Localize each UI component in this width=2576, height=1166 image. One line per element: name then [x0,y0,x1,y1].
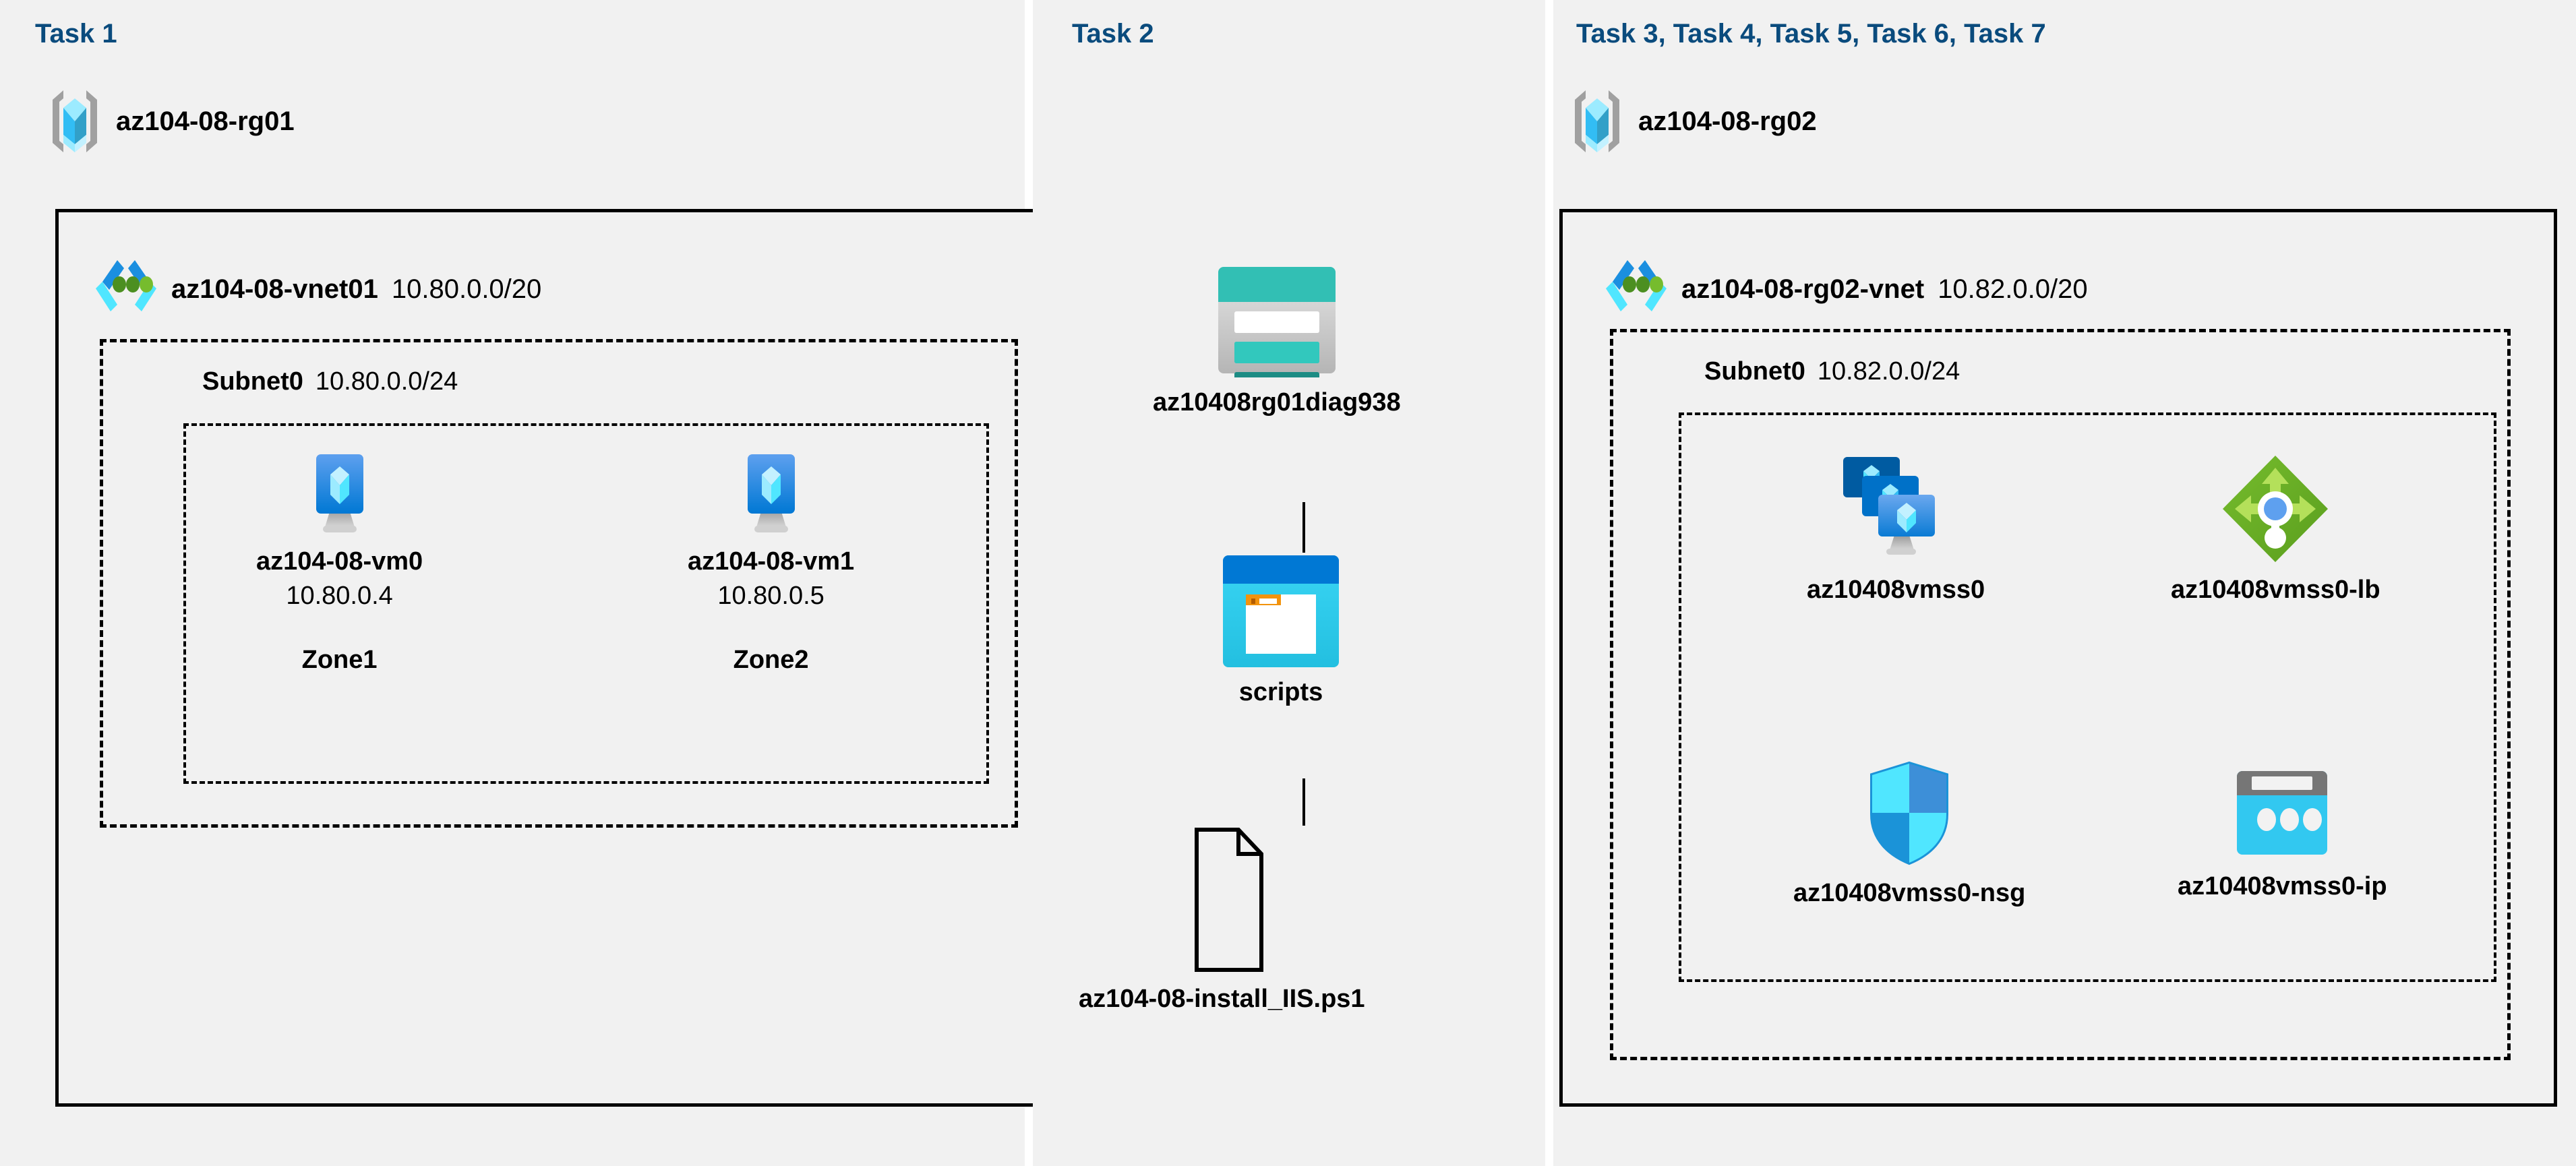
vnet-box-rg02-vnet [1559,209,2557,1107]
vnet-header-rg02-vnet: az104-08-rg02-vnet 10.82.0.0/20 [1605,243,2088,311]
subnet-box-subnet0-rg02-vnet [1610,329,2511,1060]
task-label-1: Task 1 [35,19,117,49]
node-public-ip[interactable]: az10408vmss0-ip [2178,767,2387,901]
vm-name: az104-08-vm1 [688,547,855,576]
connector-container-to-file [1302,778,1305,826]
virtual-network-icon [1605,257,1668,313]
file-icon [1158,826,1286,974]
public-ip-name: az10408vmss0-ip [2178,872,2387,900]
subnet-header-vnet01: Subnet0 10.80.0.0/24 [202,367,458,396]
subnet-header-rg02-vnet: Subnet0 10.82.0.0/24 [1704,357,1960,386]
vm-ip: 10.80.0.5 [717,582,825,610]
availability-zones-box [183,423,989,784]
node-vmss[interactable]: az10408vmss0 [1807,453,1985,605]
virtual-network-icon [94,257,158,313]
public-ip-icon [2231,767,2333,861]
network-security-group-icon [1865,760,1953,868]
resource-group-name: az104-08-rg02 [1638,106,1817,136]
load-balancer-name: az10408vmss0-lb [2171,576,2380,604]
resource-group-header-rg01: az104-08-rg01 [49,88,295,155]
vmss-icon [1836,453,1955,565]
load-balancer-icon [2219,453,2332,565]
node-script-file[interactable]: az104-08-install_IIS.ps1 [1079,826,1365,1014]
node-network-security-group[interactable]: az10408vmss0-nsg [1793,760,2025,908]
task-label-3: Task 3, Task 4, Task 5, Task 6, Task 7 [1576,19,2046,49]
resource-group-icon [1571,88,1623,155]
vmss-resources-box [1679,412,2496,982]
virtual-machine-icon [730,453,812,536]
vm-name: az104-08-vm0 [256,547,423,576]
vnet-cidr: 10.80.0.0/20 [391,274,542,304]
subnet-cidr: 10.82.0.0/24 [1817,357,1960,386]
vm-ip: 10.80.0.4 [286,582,393,610]
subnet-cidr: 10.80.0.0/24 [315,367,458,396]
resource-group-name: az104-08-rg01 [116,106,295,136]
storage-account-name: az10408rg01diag938 [1153,388,1401,417]
vm-zone: Zone1 [301,646,378,674]
blob-container-name: scripts [1238,678,1323,706]
vnet-name: az104-08-rg02-vnet [1681,274,1925,304]
resource-group-header-rg02: az104-08-rg02 [1571,88,1817,155]
vm-zone: Zone2 [733,646,809,674]
node-vm1[interactable]: az104-08-vm1 10.80.0.5 Zone2 [688,453,854,675]
subnet-name: Subnet0 [1704,357,1805,386]
vnet-header-vnet01: az104-08-vnet01 10.80.0.0/20 [94,243,542,311]
virtual-machine-icon [299,453,381,536]
vmss-name: az10408vmss0 [1807,576,1985,604]
vnet-name: az104-08-vnet01 [171,274,378,304]
node-blob-container[interactable]: scripts [1220,553,1342,707]
nsg-name: az10408vmss0-nsg [1793,879,2026,907]
script-file-name: az104-08-install_IIS.ps1 [1079,985,1365,1013]
resource-group-icon [49,88,101,155]
connector-storage-to-container [1302,502,1305,553]
blob-container-icon [1220,553,1342,667]
node-storage-account[interactable]: az10408rg01diag938 [1153,263,1401,417]
task-label-2: Task 2 [1072,19,1154,49]
vnet-cidr: 10.82.0.0/20 [1938,274,2088,304]
node-vm0[interactable]: az104-08-vm0 10.80.0.4 Zone1 [256,453,423,675]
node-load-balancer[interactable]: az10408vmss0-lb [2171,453,2380,605]
subnet-box-subnet0-vnet01 [100,339,1018,828]
storage-account-icon [1213,263,1341,377]
subnet-name: Subnet0 [202,367,303,396]
